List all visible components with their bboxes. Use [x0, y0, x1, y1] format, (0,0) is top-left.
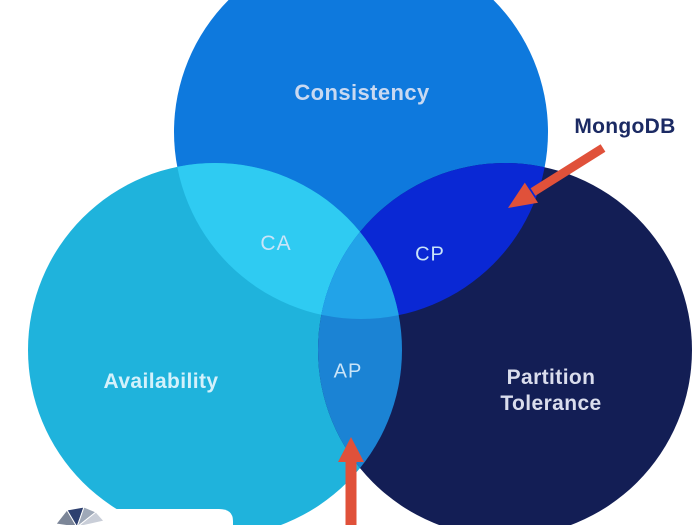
sphere-logo-icon	[55, 506, 105, 525]
cp-region	[318, 163, 548, 319]
ap-arrow	[338, 437, 364, 525]
mongodb-arrow	[508, 144, 606, 208]
ca-region	[174, 163, 402, 319]
